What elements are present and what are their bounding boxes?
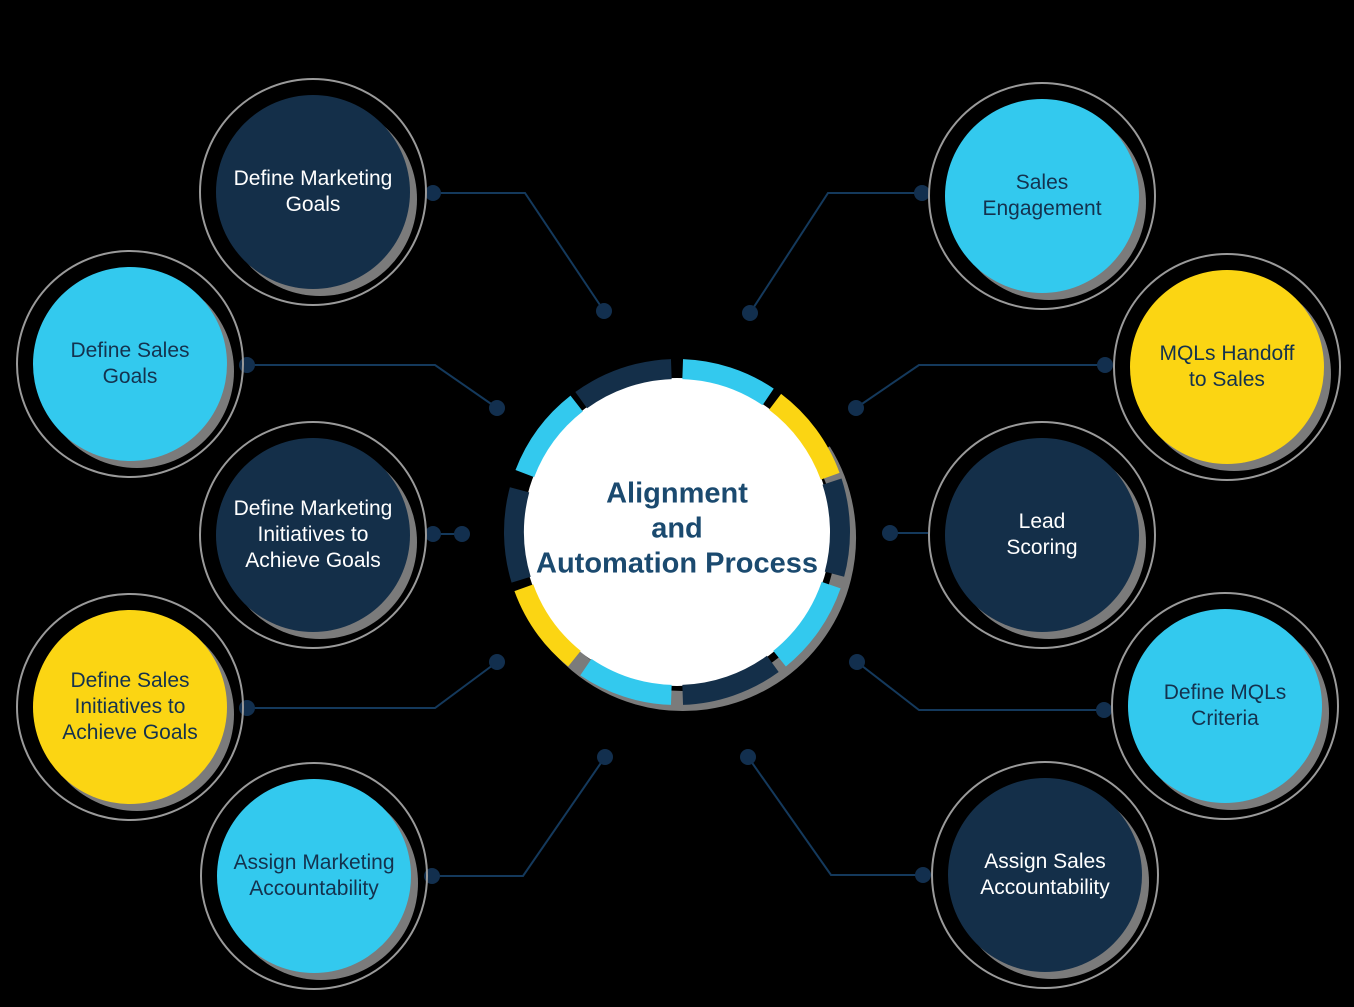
node-outline-assign-marketing-accountability: [200, 762, 428, 990]
connector-line: [432, 756, 606, 877]
connector-line: [855, 364, 1105, 409]
connector-dot: [882, 525, 898, 541]
connector-line: [433, 192, 605, 312]
node-label-line: Assign Sales: [984, 850, 1106, 873]
connector-line: [749, 192, 922, 314]
node-label-line: to Sales: [1189, 368, 1265, 391]
node-label-line: Define Marketing: [233, 497, 393, 520]
node-outline-lead-scoring: [928, 421, 1156, 649]
connector-dot: [424, 868, 440, 884]
node-outline-mqls-handoff-to-sales: [1113, 253, 1341, 481]
connector-dot: [597, 749, 613, 765]
center-ring-segment-yellow: [514, 584, 581, 667]
center-ring-segment-cyan: [682, 359, 774, 406]
node-label-line: Accountability: [249, 877, 379, 900]
connector-dot: [489, 654, 505, 670]
node-label-line: Define Sales: [70, 339, 190, 362]
node-label-line: Define Sales: [70, 669, 190, 692]
node-outline-define-sales-initiatives: [16, 593, 244, 821]
node-label-line: Assign Marketing: [233, 851, 395, 874]
node-label-line: Goals: [102, 365, 158, 388]
connector-line: [747, 756, 923, 876]
node-label-line: Criteria: [1191, 707, 1259, 730]
connector-dot: [914, 185, 930, 201]
center-circle: [523, 378, 831, 686]
node-outline-assign-sales-accountability: [931, 761, 1159, 989]
node-label-line: Sales: [1015, 171, 1069, 194]
node-outline-sales-engagement: [928, 82, 1156, 310]
center-ring-segment-cyan: [580, 658, 672, 705]
connector-dot: [596, 303, 612, 319]
connector-dot: [848, 400, 864, 416]
center-title-line: Alignment: [606, 477, 748, 510]
node-label-line: Achieve Goals: [245, 549, 381, 572]
connector-dot: [454, 526, 470, 542]
connector-dot: [425, 185, 441, 201]
node-outline-define-mqls-criteria: [1111, 592, 1339, 820]
node-label-line: Accountability: [980, 876, 1110, 899]
connector-dot: [742, 305, 758, 321]
center-ring-segment-navy: [682, 655, 779, 705]
connector-dot: [915, 867, 931, 883]
connector-dot: [740, 749, 756, 765]
node-label-line: Initiatives to: [257, 523, 369, 546]
connector-line: [247, 661, 498, 709]
node-label-line: Define MQLs: [1163, 681, 1287, 704]
center-ring-segment-navy: [822, 478, 850, 577]
connector-line: [247, 364, 498, 409]
node-outline-define-marketing-goals: [199, 78, 427, 306]
node-label-line: Achieve Goals: [62, 721, 198, 744]
node-label-line: Engagement: [982, 197, 1102, 220]
node-outline-define-marketing-initiatives: [199, 421, 427, 649]
center-ring-segment-navy: [575, 359, 672, 409]
center-ring-segment-cyan: [515, 395, 583, 478]
node-outline-define-sales-goals: [16, 250, 244, 478]
node-label-line: Define Marketing: [233, 167, 393, 190]
connector-dot: [1096, 702, 1112, 718]
center-ring-segment-yellow: [768, 393, 840, 480]
connector-line: [856, 661, 1104, 711]
center-title-line: Automation Process: [536, 547, 818, 580]
node-label-line: Lead: [1018, 510, 1066, 533]
node-label-line: Goals: [285, 193, 341, 216]
center-ring-segment-navy: [504, 487, 531, 583]
node-label-line: Initiatives to: [74, 695, 186, 718]
node-label-line: MQLs Handoff: [1159, 342, 1295, 365]
center-title-line: and: [651, 512, 703, 545]
connector-dot: [489, 400, 505, 416]
node-label-line: Scoring: [1006, 536, 1078, 559]
connector-dot: [849, 654, 865, 670]
connector-dot: [425, 526, 441, 542]
connector-dot: [1097, 357, 1113, 373]
center-ring-segment-cyan: [773, 581, 841, 667]
node-mqls-handoff-to-sales: MQLs Handoff to Sales: [1130, 270, 1324, 464]
